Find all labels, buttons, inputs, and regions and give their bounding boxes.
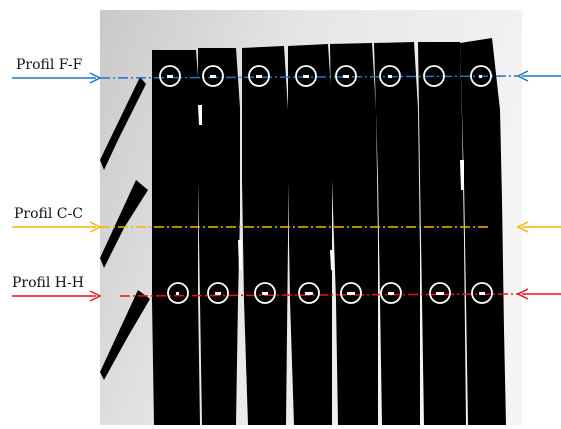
gap-notch-1 [198, 105, 202, 125]
marker-f-3 [248, 65, 270, 87]
strip-7 [418, 42, 466, 425]
profile-f-f [12, 70, 561, 84]
left-diagonal-piece-top [100, 77, 146, 170]
marker-f-4 [295, 65, 317, 87]
profile-f-f-right-arrowhead [516, 70, 529, 82]
marker-h-7 [429, 282, 451, 304]
profile-c-c-label: Profil C-C [14, 206, 83, 222]
markers-profile-f-f [159, 65, 492, 87]
marker-h-4 [298, 282, 320, 304]
strip-5 [330, 43, 378, 425]
strip-8 [460, 38, 506, 425]
profile-h-h-right-arrowhead [516, 288, 529, 300]
strip-3 [242, 46, 288, 425]
strip-4 [288, 44, 332, 425]
marker-h-8 [471, 282, 493, 304]
profile-h-h-label: Profil H-H [12, 275, 84, 291]
marker-f-7 [423, 65, 445, 87]
markers-profile-h-h [167, 282, 493, 304]
marker-h-1 [167, 282, 189, 304]
left-diagonal-piece-bottom [100, 290, 150, 380]
strip-1 [152, 50, 200, 425]
gap-notch-4 [460, 160, 464, 190]
profile-c-c-right-arrowhead [516, 221, 529, 233]
marker-f-2 [202, 65, 224, 87]
marker-f-6 [379, 65, 401, 87]
marker-h-5 [340, 282, 362, 304]
profile-f-f-label: Profil F-F [16, 57, 83, 73]
marker-f-8 [470, 65, 492, 87]
marker-f-5 [335, 65, 357, 87]
gap-notch-2 [238, 240, 242, 270]
strip-2 [198, 48, 240, 425]
marker-h-2 [207, 282, 229, 304]
strip-6 [374, 42, 420, 425]
marker-h-3 [254, 282, 276, 304]
marker-f-1 [159, 65, 181, 87]
left-diagonal-piece-middle [100, 180, 148, 268]
profile-h-h-left-arrowhead [89, 290, 102, 302]
gap-notch-3 [330, 250, 334, 270]
marker-h-6 [380, 282, 402, 304]
profile-c-c [12, 221, 561, 233]
profile-f-f-dashdot-line [99, 75, 519, 79]
